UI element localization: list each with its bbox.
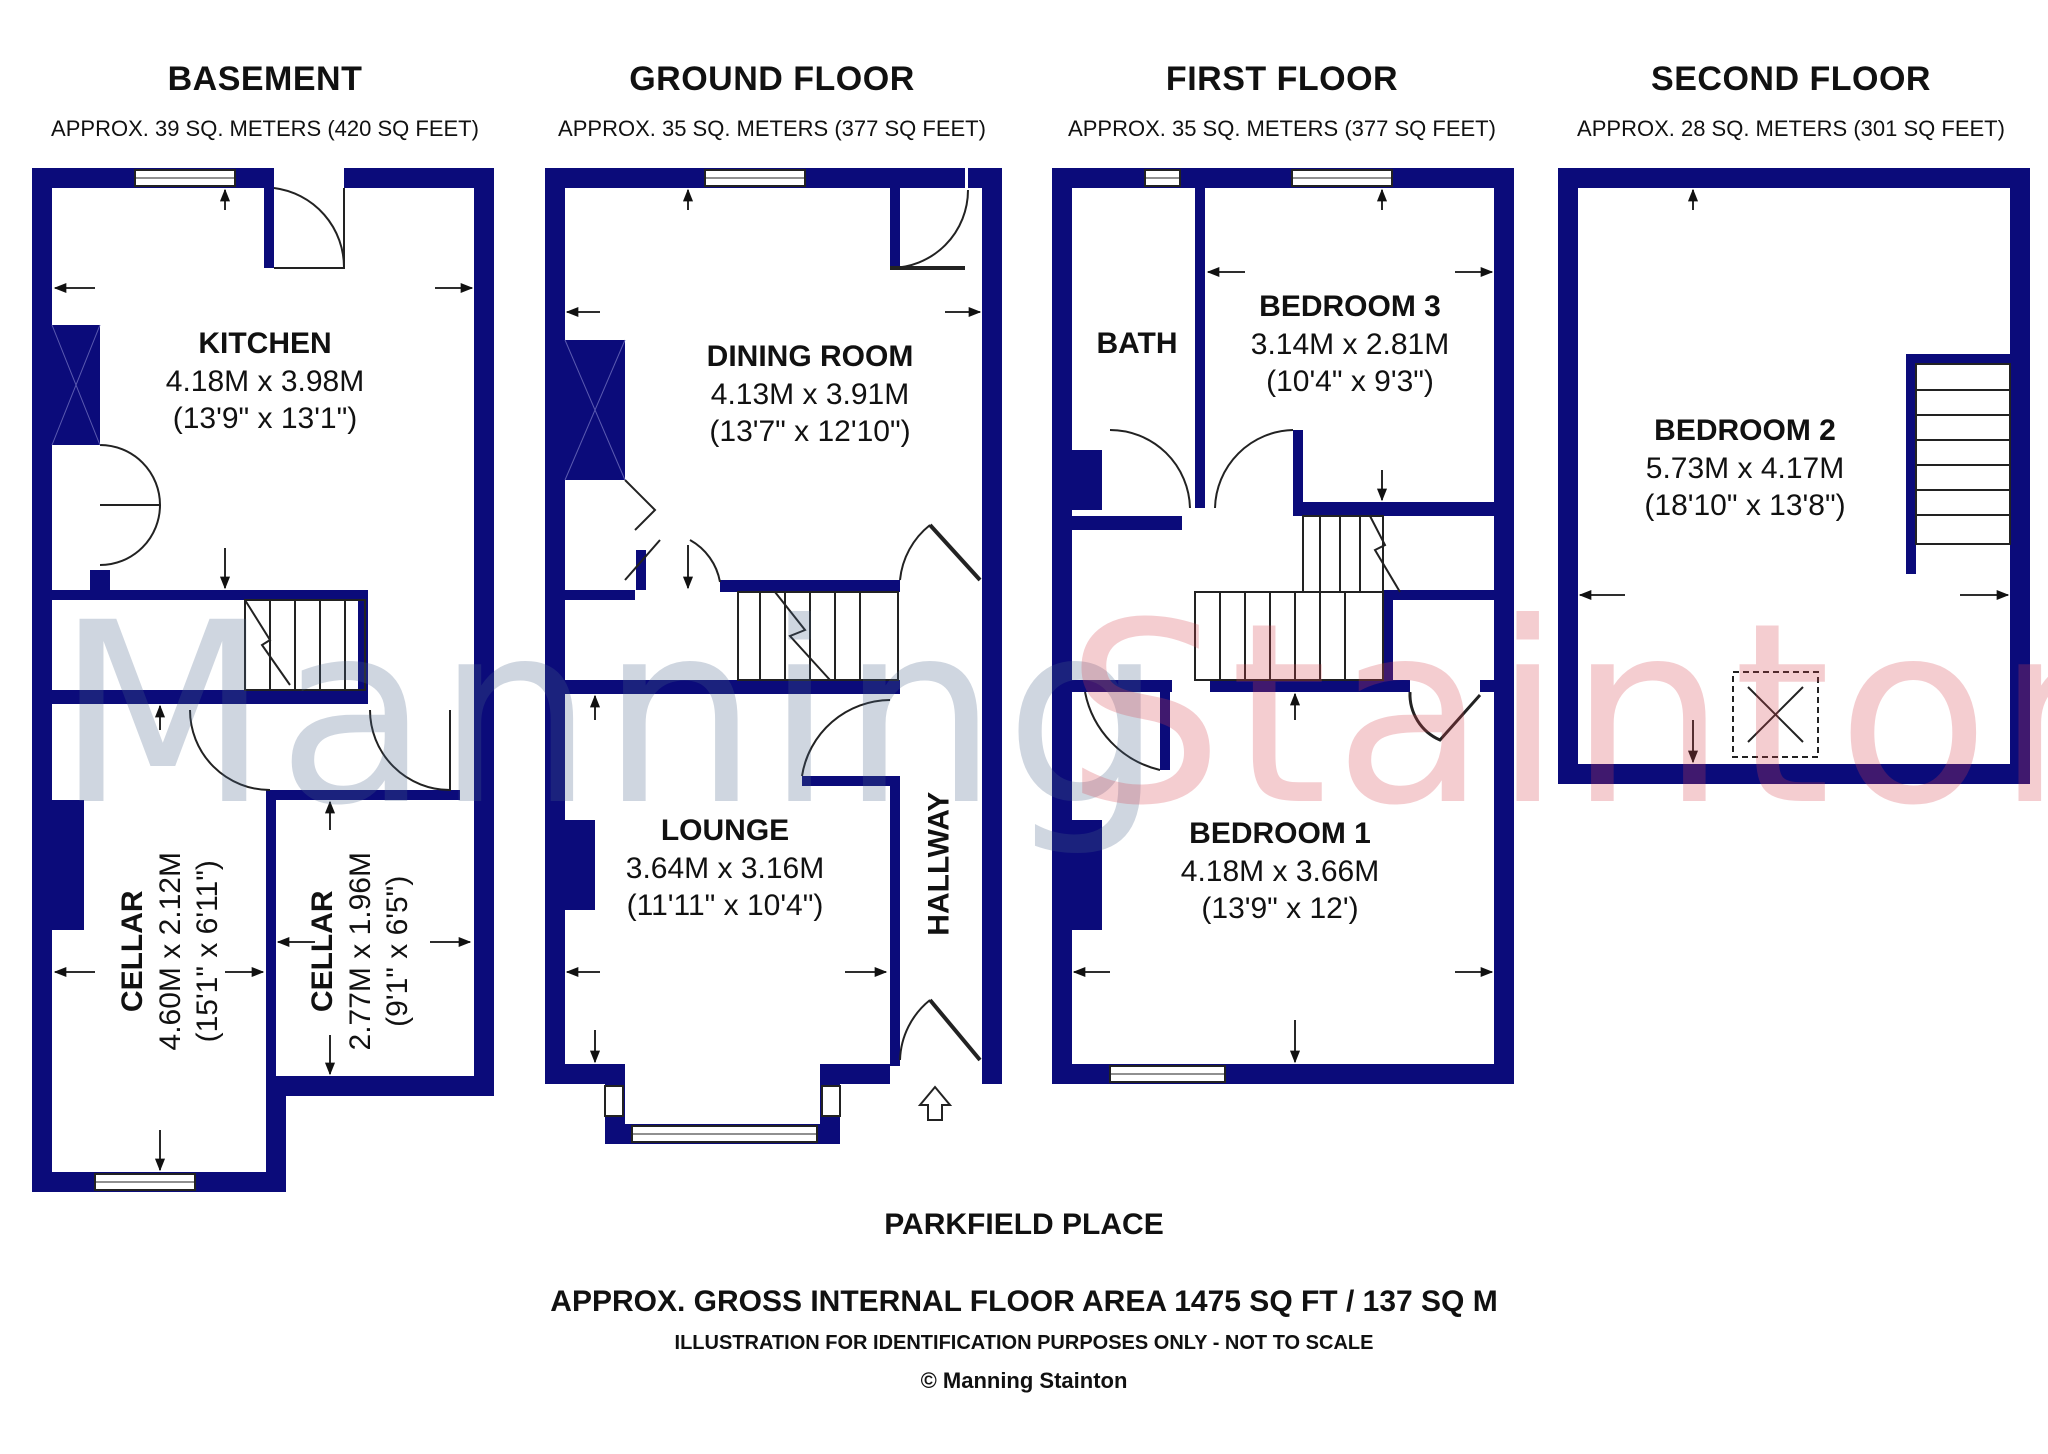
room-name: BEDROOM 1 <box>1189 817 1371 850</box>
room-bath: BATH <box>1082 325 1192 363</box>
room-bedroom-3: BEDROOM 3 3.14M x 2.81M (10'4" x 9'3") <box>1215 288 1485 401</box>
property-address: PARKFIELD PLACE <box>884 1208 1164 1241</box>
room-imperial: (18'10" x 13'8") <box>1644 489 1846 522</box>
chimney-breasts <box>51 324 626 481</box>
room-metric: 4.60M x 2.12M <box>153 852 187 1051</box>
room-metric: 5.73M x 4.17M <box>1645 451 1845 485</box>
floor-area-first: APPROX. 35 SQ. METERS (377 SQ FEET) <box>1068 116 1496 141</box>
room-imperial: (13'9" x 12') <box>1201 892 1359 925</box>
room-metric: 4.18M x 3.66M <box>1180 854 1380 888</box>
room-imperial: (13'7" x 12'10") <box>709 415 911 448</box>
room-name: DINING ROOM <box>706 340 914 373</box>
gross-floor-area: APPROX. GROSS INTERNAL FLOOR AREA 1475 S… <box>550 1285 1498 1318</box>
room-name: KITCHEN <box>198 327 332 360</box>
room-name: CELLAR <box>305 890 339 1013</box>
room-cellar-1: CELLAR 4.60M x 2.12M (15'1" x 6'11") <box>114 811 227 1091</box>
room-imperial: (13'9" x 13'1") <box>172 402 358 435</box>
disclaimer: ILLUSTRATION FOR IDENTIFICATION PURPOSES… <box>674 1332 1374 1354</box>
room-lounge: LOUNGE 3.64M x 3.16M (11'11" x 10'4") <box>590 812 860 925</box>
skylight <box>1732 671 1819 758</box>
room-kitchen: KITCHEN 4.18M x 3.98M (13'9" x 13'1") <box>130 325 400 438</box>
copyright: © Manning Stainton <box>920 1368 1128 1393</box>
floor-title-second: SECOND FLOOR <box>1651 60 1931 98</box>
room-metric: 3.14M x 2.81M <box>1250 327 1450 361</box>
room-metric: 2.77M x 1.96M <box>343 852 377 1051</box>
room-imperial: (15'1" x 6'11") <box>190 860 224 1043</box>
room-cellar-2: CELLAR 2.77M x 1.96M (9'1" x 6'5") <box>304 821 417 1081</box>
stairs <box>244 363 2011 691</box>
room-bedroom-2: BEDROOM 2 5.73M x 4.17M (18'10" x 13'8") <box>1605 412 1885 525</box>
door-swings <box>99 187 1482 1062</box>
room-name: BATH <box>1096 327 1178 360</box>
measurement-arrows <box>53 188 2010 1172</box>
floor-area-second: APPROX. 28 SQ. METERS (301 SQ FEET) <box>1577 116 2005 141</box>
floor-area-basement: APPROX. 39 SQ. METERS (420 SQ FEET) <box>51 116 479 141</box>
floor-title-ground: GROUND FLOOR <box>629 60 915 98</box>
room-name: CELLAR <box>115 890 149 1013</box>
room-hallway: HALLWAY <box>920 789 958 939</box>
room-imperial: (11'11" x 10'4") <box>626 889 824 922</box>
room-imperial: (10'4" x 9'3") <box>1266 365 1434 398</box>
room-metric: 4.18M x 3.98M <box>165 364 365 398</box>
room-name: LOUNGE <box>660 814 790 847</box>
room-imperial: (9'1" x 6'5") <box>380 875 414 1027</box>
room-name: HALLWAY <box>922 791 956 936</box>
room-metric: 3.64M x 3.16M <box>625 851 825 885</box>
room-name: BEDROOM 2 <box>1654 414 1836 447</box>
room-dining: DINING ROOM 4.13M x 3.91M (13'7" x 12'10… <box>660 338 960 451</box>
floor-title-first: FIRST FLOOR <box>1165 60 1399 98</box>
entrance-arrow-icon <box>917 1085 953 1121</box>
window-glazing <box>95 177 1392 1183</box>
room-bedroom-1: BEDROOM 1 4.18M x 3.66M (13'9" x 12') <box>1145 815 1415 928</box>
floor-title-basement: BASEMENT <box>167 60 363 98</box>
room-name: BEDROOM 3 <box>1259 290 1441 323</box>
floor-area-ground: APPROX. 35 SQ. METERS (377 SQ FEET) <box>558 116 986 141</box>
watermark-right: Stainton <box>1065 569 2048 860</box>
watermark-left: Manning <box>55 569 1170 860</box>
room-metric: 4.13M x 3.91M <box>710 377 910 411</box>
